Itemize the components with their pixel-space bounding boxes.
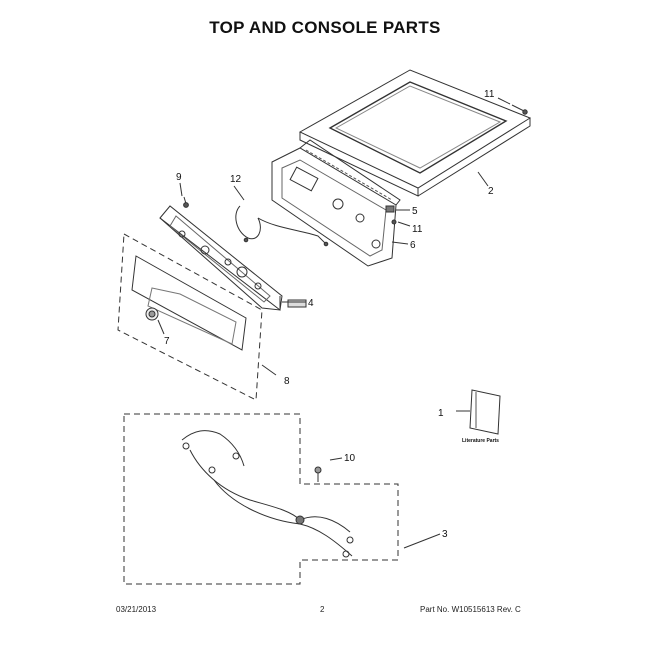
console-overlay[interactable] xyxy=(131,255,247,351)
callout-12: 12 xyxy=(230,174,242,185)
console-frame[interactable] xyxy=(271,139,401,267)
callout-6: 6 xyxy=(410,240,416,251)
callout-11-middle: 11 xyxy=(412,224,423,235)
callout-11-top: 11 xyxy=(484,89,495,100)
callout-9: 9 xyxy=(176,172,182,183)
page-title: TOP AND CONSOLE PARTS xyxy=(209,18,441,37)
screw-top-right[interactable] xyxy=(511,104,528,115)
control-panel-board[interactable] xyxy=(159,205,307,311)
console-assembly-box xyxy=(117,233,277,401)
footer-part-number: Part No. W10515613 Rev. C xyxy=(420,605,521,614)
literature-label: Literature Parts xyxy=(462,438,499,444)
callout-7: 7 xyxy=(164,336,170,347)
console-wire-harness[interactable] xyxy=(235,205,329,247)
callout-3: 3 xyxy=(442,529,448,540)
footer-page-number: 2 xyxy=(320,605,325,614)
screw-middle[interactable] xyxy=(391,219,397,225)
screw-left[interactable] xyxy=(183,196,189,208)
top-panel[interactable] xyxy=(298,69,532,197)
literature-booklet[interactable] xyxy=(456,389,501,435)
screw-harness[interactable] xyxy=(314,466,322,482)
callout-5: 5 xyxy=(412,206,418,217)
callout-4: 4 xyxy=(308,298,314,309)
callout-8: 8 xyxy=(284,376,290,387)
main-wire-harness[interactable] xyxy=(181,430,354,558)
clip-part[interactable] xyxy=(385,205,395,213)
callout-1: 1 xyxy=(438,408,444,419)
footer-date: 03/21/2013 xyxy=(116,605,157,614)
callout-2: 2 xyxy=(488,186,494,197)
main-harness-box xyxy=(123,413,399,585)
callout-10: 10 xyxy=(344,453,356,464)
